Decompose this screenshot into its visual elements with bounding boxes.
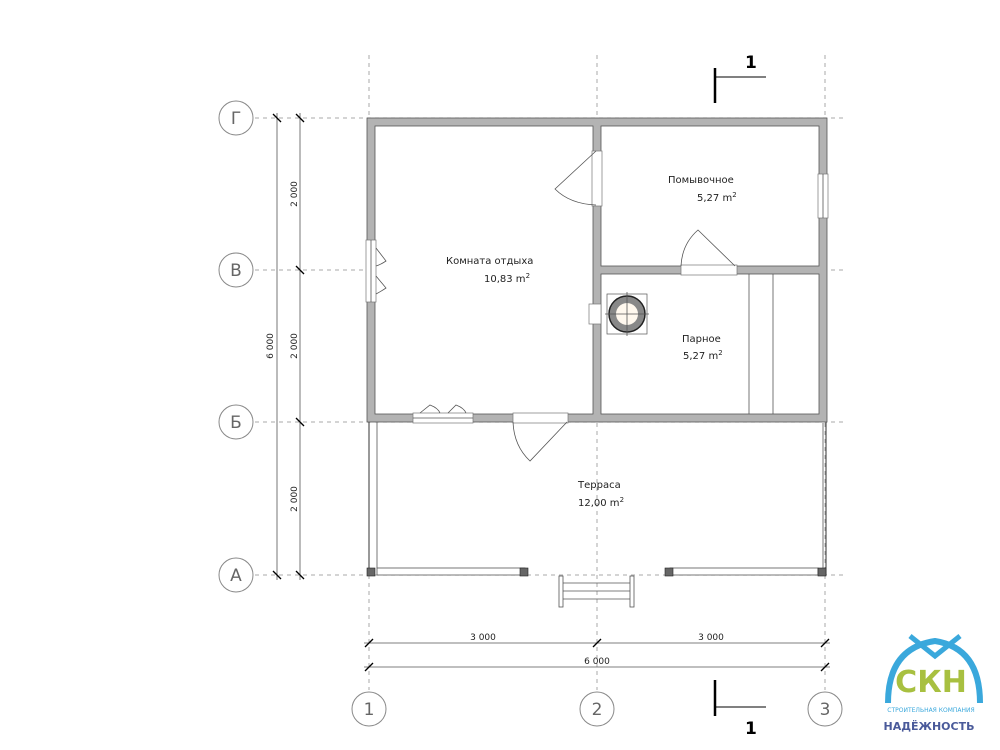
terrace [366,422,827,608]
svg-text:1: 1 [745,53,757,73]
room-area: 5,27 m [683,351,718,362]
section-mark-top: 1 [713,53,766,103]
room-name: Помывочное [668,175,734,186]
stove-icon [588,292,649,336]
dim-label: 6 000 [584,657,610,667]
room-name: Терраса [577,480,621,491]
room-name: Комната отдыха [446,256,533,267]
openings [365,150,829,462]
axis-label: А [230,566,242,586]
logo-line1: СТРОИТЕЛЬНАЯ КОМПАНИЯ [887,707,974,714]
svg-text:5,27 m2: 5,27 m2 [697,191,737,204]
walls [366,117,828,423]
axis-label: Г [231,109,241,129]
dim-label: 2 000 [290,486,300,512]
dim-label: 2 000 [290,333,300,359]
axis-markers [218,100,843,727]
svg-text:5,27 m2: 5,27 m2 [683,349,723,362]
section-mark-bottom: 1 [713,680,766,739]
room-area: 12,00 m [578,498,620,509]
dim-label: 6 000 [266,333,276,359]
room-area: 5,27 m [697,193,732,204]
logo-letters: СКН [895,665,967,700]
axis-label: 2 [592,700,603,720]
svg-text:1: 1 [745,719,757,739]
dim-label: 3 000 [470,633,496,643]
dim-label: 2 000 [290,181,300,207]
room-area: 10,83 m [484,274,526,285]
svg-text:12,00 m2: 12,00 m2 [578,496,624,509]
axis-label: В [230,261,242,281]
room-labels: Комната отдыха 10,83 m2 Помывочное 5,27 … [446,175,737,509]
steps [558,575,635,608]
room-name: Парное [682,334,721,345]
dimension-lines [272,113,830,672]
dim-label: 3 000 [698,633,724,643]
axis-label: Б [230,413,242,433]
company-logo: СКН СТРОИТЕЛЬНАЯ КОМПАНИЯ НАДЁЖНОСТЬ [883,634,983,733]
axis-label: 3 [820,700,831,720]
axis-label: 1 [364,700,375,720]
logo-line2: НАДЁЖНОСТЬ [883,719,974,733]
svg-text:10,83 m2: 10,83 m2 [484,272,530,285]
